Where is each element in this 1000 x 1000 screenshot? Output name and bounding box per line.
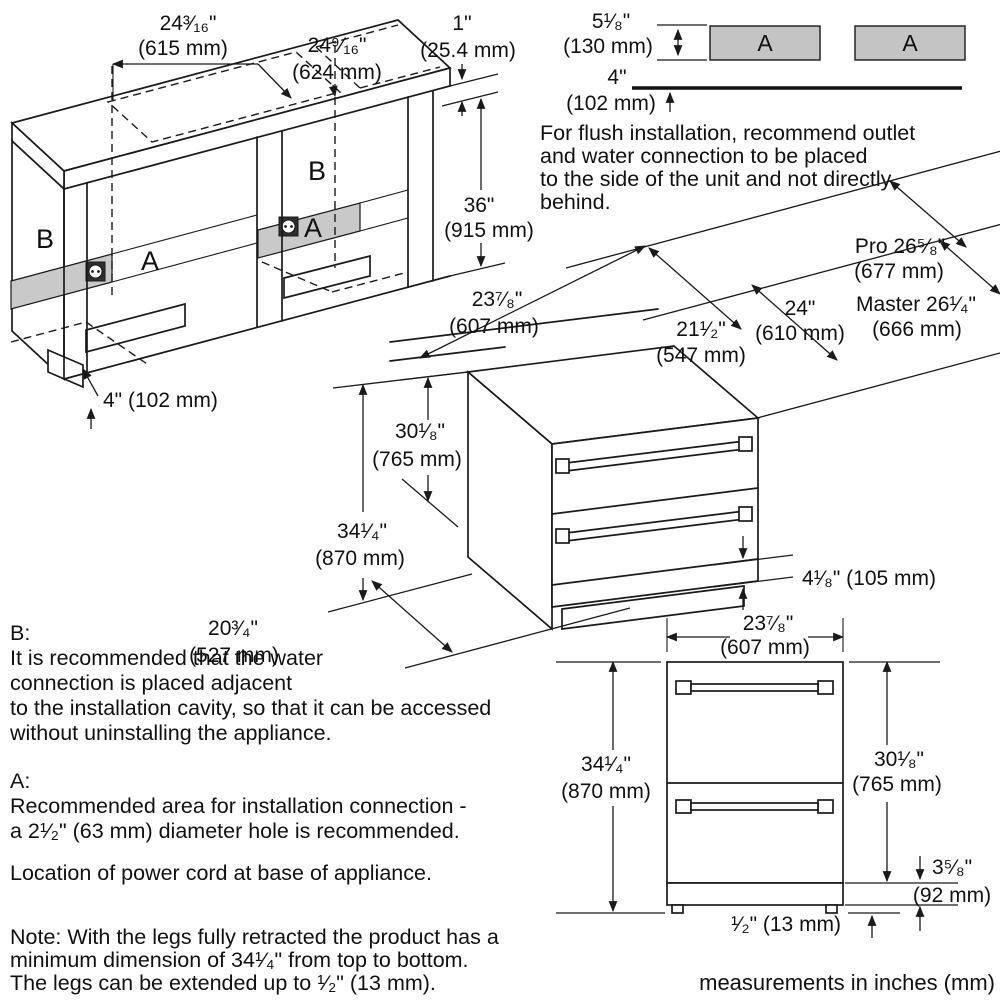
note-legs-line: Note: With the legs fully retracted the … (10, 925, 499, 949)
toe-kick-plinth (283, 254, 371, 300)
zone-label-b-left: B (36, 224, 54, 254)
dim-cavity-mm: (547 mm) (656, 344, 746, 367)
dim-body-height-inches: 30¹⁄₈" (395, 420, 445, 443)
flush-note-line: and water connection to be placed (540, 144, 868, 168)
appliance-foot (825, 904, 838, 914)
cabinet-cutout-view (10, 19, 506, 389)
drawer-handle (675, 680, 834, 695)
dim-24-inches: 24" (785, 297, 816, 320)
dim-total-height-mm: (870 mm) (315, 547, 405, 570)
zone-label-b-mid: B (308, 156, 326, 186)
appliance-front-view (666, 661, 844, 914)
flush-install-detail: A A 5¹⁄₈" (130 mm) 4" (102 mm) For flush… (540, 10, 966, 214)
note-a-title: A: (10, 769, 30, 793)
dim-cutout2-inches: 24⁹⁄₁₆" (308, 34, 367, 57)
dim-pro-inches: Pro 26⁵⁄₈" (855, 235, 945, 258)
note-b-title: B: (10, 621, 30, 645)
zone-label-a-left: A (141, 246, 159, 276)
dim-height-inches: 36" (464, 194, 495, 217)
note-legs-line: The legs can be extended up to ¹⁄₂" (13 … (10, 971, 436, 995)
dim-cutout2-mm: (624 mm) (292, 61, 382, 84)
dim-counter-inches: 1" (452, 12, 471, 35)
dim-depth-top-mm: (607 mm) (449, 315, 539, 338)
drawer-handle (555, 506, 753, 544)
dim-fv-body-height-inches: 30¹⁄₈" (874, 748, 924, 771)
dim-legs: ¹⁄₂" (13 mm) (731, 913, 841, 936)
dim-width-inches: 23⁷⁄₈" (743, 612, 794, 635)
note-b-line: connection is placed adjacent (10, 671, 292, 695)
note-a-line: Recommended area for installation connec… (10, 794, 467, 818)
dim-cutout1-inches: 24³⁄₁₆" (160, 12, 217, 35)
appliance-iso-view (327, 308, 761, 669)
dim-line-height-inches: 4" (607, 66, 626, 89)
dim-offset-inches: 5¹⁄₈" (592, 10, 630, 33)
dim-fv-body-height-mm: (765 mm) (852, 773, 942, 796)
note-power-cord: Location of power cord at base of applia… (10, 861, 432, 885)
dim-floor-depth-inches: 20³⁄₄" (208, 617, 258, 640)
dim-offset-mm: (130 mm) (563, 35, 653, 58)
note-b-line: without uninstalling the appliance. (9, 721, 332, 745)
toe-kick-plinth (85, 302, 186, 354)
dim-cavity-inches: 21¹⁄₂" (676, 318, 725, 341)
note-legs-line: minimum dimension of 34¹⁄₄" from top to … (10, 948, 469, 972)
dim-fv-total-height-mm: (870 mm) (561, 780, 651, 803)
dim-floor-depth-mm: (527 mm) (189, 644, 279, 667)
appliance-iso-dimensions: 23⁷⁄₈" (607 mm) 21¹⁄₂" (547 mm) 24" (610… (189, 150, 1000, 667)
power-outlet-icon (85, 261, 106, 282)
connection-area-box-right (854, 25, 966, 61)
dim-base-inches: 3⁵⁄₈" (932, 856, 972, 879)
dim-master-inches: Master 26¹⁄₄" (856, 293, 976, 316)
dim-counter-mm: (25.4 mm) (420, 39, 516, 62)
zone-label-a-mid: A (304, 213, 322, 243)
flush-note-line: behind. (540, 190, 611, 214)
front-view-dimensions: 23⁷⁄₈" (607 mm) 34¹⁄₄" (870 mm) 30¹⁄₈" (… (556, 612, 991, 938)
flush-note-line: to the side of the unit and not directly (540, 167, 892, 191)
dim-toekick: 4" (102 mm) (103, 389, 218, 412)
dim-fv-total-height-inches: 34¹⁄₄" (581, 753, 631, 776)
dim-width-mm: (607 mm) (720, 636, 810, 659)
connection-area-box-left (709, 25, 821, 61)
dim-24-mm: (610 mm) (755, 322, 845, 345)
dim-total-height-inches: 34¹⁄₄" (337, 520, 387, 543)
power-outlet-icon (278, 216, 299, 237)
note-b-line: to the installation cavity, so that it c… (10, 696, 491, 720)
dim-base-mm: (92 mm) (913, 884, 991, 907)
dim-depth-top-inches: 23⁷⁄₈" (472, 288, 523, 311)
dim-pro-mm: (677 mm) (854, 260, 944, 283)
flush-note-line: For flush installation, recommend outlet (540, 121, 915, 145)
dim-master-mm: (666 mm) (872, 318, 962, 341)
appliance-foot (671, 904, 684, 914)
dim-line-height-mm: (102 mm) (566, 92, 656, 115)
dim-height-mm: (915 mm) (444, 219, 534, 242)
dim-cutout1-mm: (615 mm) (138, 37, 228, 60)
toe-kick-plinth (47, 348, 84, 389)
box-right-label: A (902, 30, 918, 56)
drawer-handle (555, 436, 753, 474)
cabinet-cutout-dimensions: 24³⁄₁₆" (615 mm) 24⁹⁄₁₆" (624 mm) 1" (25… (36, 12, 534, 429)
dim-base-height: 4¹⁄₈" (105 mm) (802, 567, 936, 590)
dim-body-height-mm: (765 mm) (372, 448, 462, 471)
drawer-handle (675, 799, 834, 814)
notes-block: B: It is recommended that the water conn… (9, 621, 499, 995)
box-left-label: A (757, 30, 773, 56)
units-caption: measurements in inches (mm) (699, 970, 995, 995)
note-b-line: It is recommended that the water (10, 646, 323, 670)
note-a-line: a 2¹⁄₂" (63 mm) diameter hole is recomme… (10, 819, 460, 843)
